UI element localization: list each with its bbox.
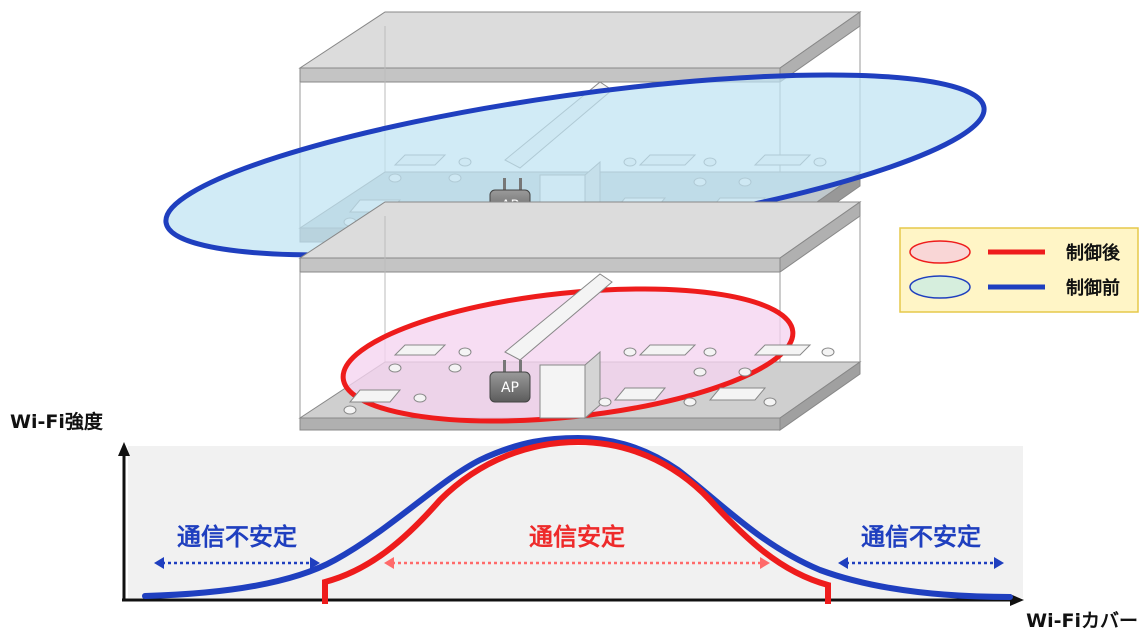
legend: 制御後 制御前 [899, 227, 1139, 313]
graph-background [128, 446, 1023, 598]
zone-center-arrow [384, 557, 770, 569]
y-axis-label: Wi-Fi強度 [10, 410, 104, 433]
curve-before [142, 434, 1013, 600]
curve-after [322, 438, 831, 604]
zone-center-label: 通信安定 [529, 523, 625, 551]
zone-left-arrow [154, 557, 320, 569]
access-point-lower: AP [489, 360, 531, 403]
legend-before-swatch [909, 275, 971, 299]
zone-right-arrow [838, 557, 1004, 569]
legend-after-swatch [909, 240, 971, 264]
x-axis-arrowhead [1010, 594, 1024, 606]
zone-right-label: 通信不安定 [861, 523, 981, 551]
signal-graph: 通信不安定 通信安定 通信不安定 Wi-Fi強度 Wi-Fiカバー [10, 410, 1138, 632]
lower-floor-interior [343, 273, 835, 420]
zone-left-label: 通信不安定 [177, 523, 297, 551]
ap-label: AP [501, 380, 519, 396]
legend-after-label: 制御後 [1066, 242, 1121, 264]
y-axis-arrowhead [118, 442, 130, 456]
x-axis-label: Wi-Fiカバー [1026, 610, 1138, 632]
legend-before-label: 制御前 [1066, 277, 1120, 299]
